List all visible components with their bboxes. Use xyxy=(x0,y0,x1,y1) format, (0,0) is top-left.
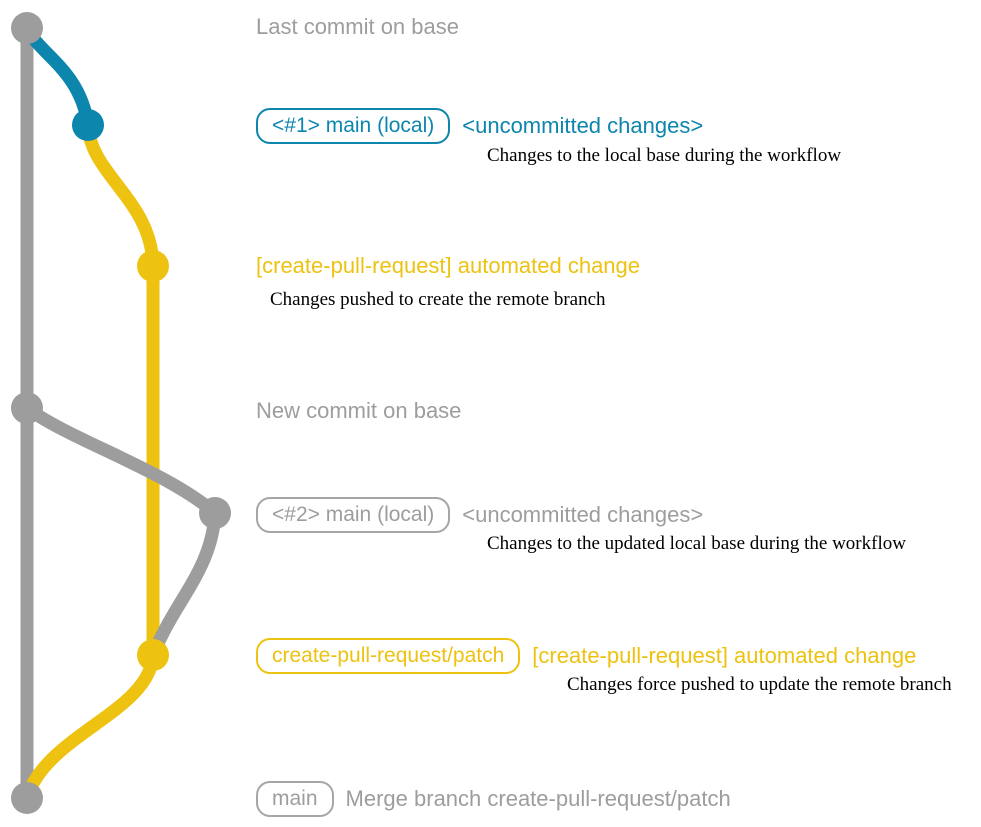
edge-local1-to-patch1 xyxy=(81,118,160,273)
commit-subject-base-merge: Merge branch create-pull-request/patch xyxy=(345,785,731,811)
commit-node-local-2[interactable] xyxy=(199,497,231,529)
commit-subject-local-1: <uncommitted changes> xyxy=(462,112,704,138)
commit-node-patch-1[interactable] xyxy=(137,250,169,282)
commit-node-patch-2[interactable] xyxy=(137,639,169,671)
commit-note-patch-2: Changes force pushed to update the remot… xyxy=(567,674,952,695)
edge-local2-to-patch2 xyxy=(146,506,222,662)
commit-note-local-2: Changes to the updated local base during… xyxy=(487,533,906,554)
commit-node-base-new[interactable] xyxy=(11,392,43,424)
edge-basenew-to-local2 xyxy=(20,401,222,520)
branch-chip-main-local-2[interactable]: <#2> main (local) xyxy=(256,497,451,534)
commit-note-local-1: Changes to the local base during the wor… xyxy=(487,145,842,166)
commit-subject-base-last: Last commit on base xyxy=(256,14,459,39)
commit-subject-patch-2: [create-pull-request] automated change xyxy=(532,642,917,668)
branch-chip-create-pull-request-patch[interactable]: create-pull-request/patch xyxy=(256,638,521,675)
commit-subject-base-new: New commit on base xyxy=(256,398,462,423)
commit-subject-local-2: <uncommitted changes> xyxy=(462,501,704,527)
commit-node-base-last[interactable] xyxy=(11,12,43,44)
edge-base-to-local1 xyxy=(20,21,95,132)
commit-row-base-merge: main Merge branch create-pull-request/pa… xyxy=(256,781,731,818)
branch-chip-main[interactable]: main xyxy=(256,781,334,818)
branch-chip-main-local-1[interactable]: <#1> main (local) xyxy=(256,108,451,145)
edge-patch2-to-merge xyxy=(20,648,160,805)
commit-row-local-1: <#1> main (local) <uncommitted changes> xyxy=(256,108,704,145)
commit-row-local-2: <#2> main (local) <uncommitted changes> xyxy=(256,497,704,534)
commit-subject-patch-1: [create-pull-request] automated change xyxy=(256,253,641,278)
commit-row-patch-2: create-pull-request/patch [create-pull-r… xyxy=(256,638,917,675)
commit-node-base-merge[interactable] xyxy=(11,782,43,814)
commit-note-patch-1: Changes pushed to create the remote bran… xyxy=(270,289,606,310)
commit-node-local-1[interactable] xyxy=(72,109,104,141)
